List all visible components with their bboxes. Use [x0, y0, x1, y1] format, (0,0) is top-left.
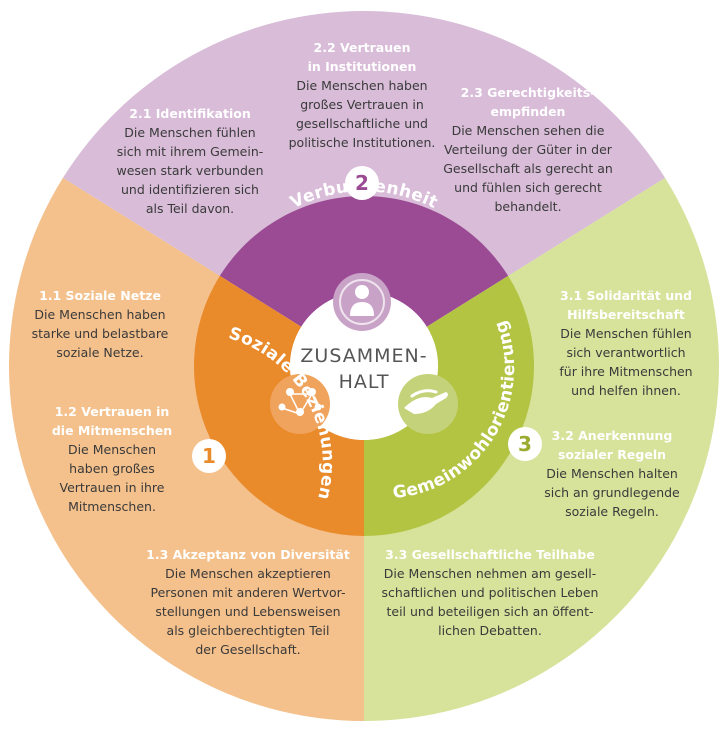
item-body-line: und identifizieren sich [121, 182, 259, 197]
item-body-line: Die Menschen [68, 442, 156, 457]
helping-hands-icon [398, 374, 458, 434]
item-body-line: soziale Netze. [56, 345, 143, 360]
center-title-line2: HALT [339, 371, 390, 393]
item-body-line: Die Menschen haben [34, 307, 165, 322]
item-body-line: und fühlen sich gerecht [454, 180, 602, 195]
svg-text:1: 1 [202, 444, 216, 468]
svg-text:3: 3 [518, 432, 532, 456]
item-body-line: sich verantwortlich [566, 345, 685, 360]
outer-sector-gemeinwohlorientierung [364, 177, 719, 721]
item-body-line: sich mit ihrem Gemein- [117, 144, 264, 159]
item-title: sozialer Regeln [558, 447, 666, 462]
item-title: 2.1 Identifikation [129, 106, 251, 121]
item-body-line: schaftlichen und politischen Leben [382, 585, 599, 600]
item-title: 3.3 Gesellschaftliche Teilhabe [385, 547, 595, 562]
outer-sector-verbundenheit [62, 11, 666, 277]
item-body-line: stellungen und Lebensweisen [155, 604, 340, 619]
item-body-line: sich an grundlegende [544, 485, 680, 500]
item-body-line: Gesellschaft als gerecht an [443, 161, 613, 176]
item-body-line: behandelt. [494, 199, 561, 214]
item-body-line: Vertrauen in ihre [60, 480, 165, 495]
item-body-line: und helfen ihnen. [571, 383, 681, 398]
item-title: empfinden [491, 104, 566, 119]
item-body-line: wesen stark verbunden [117, 163, 264, 178]
item-body-line: Die Menschen nehmen am gesell- [384, 566, 596, 581]
item-body-line: als gleichberechtigten Teil [167, 623, 330, 638]
item-body-line: Mitmenschen. [68, 499, 156, 514]
item-body-line: für ihre Mitmenschen [559, 364, 692, 379]
center-title-line1: ZUSAMMEN- [300, 345, 427, 367]
badge-2: 2 [345, 166, 379, 200]
item-title: 1.3 Akzeptanz von Diversität [146, 547, 350, 562]
item-body-line: Die Menschen fühlen [560, 326, 691, 341]
network-icon [270, 374, 330, 434]
item-body-line: soziale Regeln. [565, 504, 659, 519]
item-body-line: haben großes [69, 461, 155, 476]
item-title: 2.3 Gerechtigkeits- [461, 85, 596, 100]
item-body-line: Personen mit anderen Wertvor- [150, 585, 345, 600]
item-title: Hilfsbereitschaft [567, 307, 685, 322]
badge-1: 1 [192, 439, 226, 473]
item-body-line: der Gesellschaft. [195, 642, 300, 657]
item-body-line: Die Menschen fühlen [124, 125, 255, 140]
outer-sector-soziale-beziehungen [9, 177, 365, 721]
item-title: 2.2 Vertrauen [314, 40, 411, 55]
item-i31: 3.1 Solidarität undHilfsbereitschaftDie … [559, 288, 692, 398]
item-body-line: als Teil davon. [146, 201, 234, 216]
item-body-line: Die Menschen akzeptieren [165, 566, 331, 581]
item-body-line: starke und belastbare [32, 326, 169, 341]
item-body-line: großes Vertrauen in [300, 97, 424, 112]
item-body-line: politische Institutionen. [289, 135, 436, 150]
item-title: 3.1 Solidarität und [560, 288, 692, 303]
person-icon [333, 273, 391, 331]
item-body-line: teil und beteiligen sich an öffent- [386, 604, 593, 619]
item-title: in Institutionen [308, 59, 417, 74]
item-title: 3.2 Anerkennung [552, 428, 673, 443]
item-body-line: Die Menschen haben [296, 78, 427, 93]
item-title: 1.2 Vertrauen in [55, 404, 170, 419]
badge-3: 3 [508, 427, 542, 461]
item-title: die Mitmenschen [52, 423, 172, 438]
item-title: 1.1 Soziale Netze [39, 288, 161, 303]
item-body-line: Die Menschen sehen die [452, 123, 605, 138]
item-body-line: gesellschaftliche und [296, 116, 428, 131]
svg-text:2: 2 [355, 171, 369, 195]
item-body-line: Die Menschen halten [546, 466, 678, 481]
item-body-line: lichen Debatten. [438, 623, 542, 638]
ring-sector-verbundenheit [219, 195, 509, 327]
item-body-line: Verteilung der Güter in der [444, 142, 613, 157]
